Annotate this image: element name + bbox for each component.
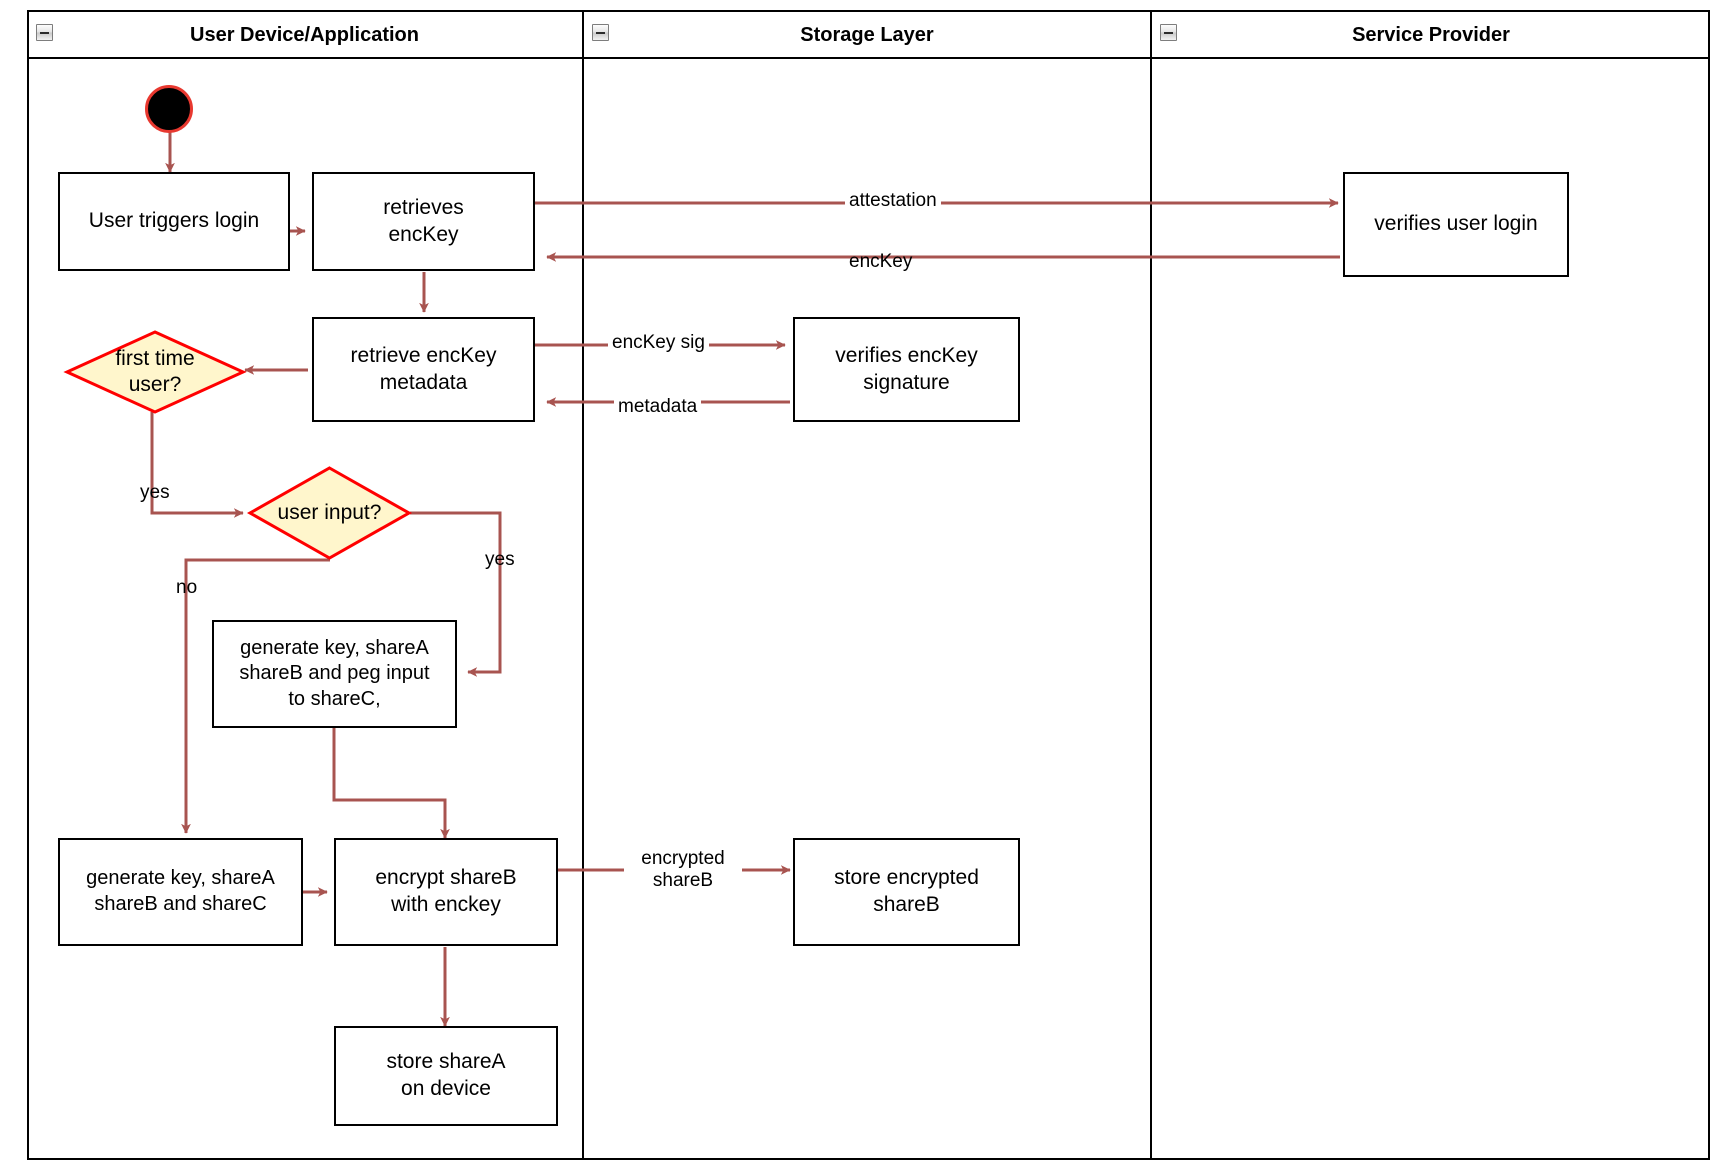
lane-title-service-provider: Service Provider: [1352, 24, 1510, 46]
edge-label-metadata: metadata: [614, 396, 702, 418]
node-generate-shares[interactable]: generate key, shareA shareB and shareC: [58, 838, 303, 946]
lane-divider-2: [1150, 10, 1152, 1160]
collapse-icon-lane-user-device[interactable]: [36, 24, 53, 41]
edge-label-enckey-sig: encKey sig: [608, 332, 709, 354]
edge-label-no-user-input: no: [176, 577, 198, 598]
decision-label-first-time-user: first time user?: [115, 347, 195, 396]
collapse-icon-lane-storage[interactable]: [592, 24, 609, 41]
node-verifies-enckey-signature[interactable]: verifies encKey signature: [793, 317, 1020, 422]
decision-first-time-user[interactable]: first time user?: [63, 330, 247, 414]
initial-node[interactable]: [145, 85, 193, 133]
lane-title-storage: Storage Layer: [800, 24, 934, 46]
node-verifies-user-login[interactable]: verifies user login: [1343, 172, 1569, 277]
decision-shape-first-time-user: [63, 330, 247, 414]
node-store-sharea[interactable]: store shareA on device: [334, 1026, 558, 1126]
decision-label-user-input: user input?: [277, 501, 382, 525]
edge-label-enckey: encKey: [849, 251, 913, 272]
node-encrypt-shareb[interactable]: encrypt shareB with enckey: [334, 838, 558, 946]
node-user-triggers-login[interactable]: User triggers login: [58, 172, 290, 271]
lane-title-user-device: User Device/Application: [190, 24, 419, 46]
swimlane-header-rule: [27, 57, 1710, 59]
decision-shape-user-input: [246, 466, 413, 560]
lane-divider-1: [582, 10, 584, 1160]
edge-label-encrypted-shareb: encrypted shareB: [624, 848, 742, 892]
node-generate-peg[interactable]: generate key, shareA shareB and peg inpu…: [212, 620, 457, 728]
collapse-icon-lane-service-provider[interactable]: [1160, 24, 1177, 41]
edge-label-yes-first-time: yes: [140, 482, 170, 503]
edge-label-attestation: attestation: [845, 190, 941, 212]
node-retrieve-enckey-metadata[interactable]: retrieve encKey metadata: [312, 317, 535, 422]
node-retrieves-enckey[interactable]: retrieves encKey: [312, 172, 535, 271]
node-store-encrypted-shareb[interactable]: store encrypted shareB: [793, 838, 1020, 946]
decision-user-input[interactable]: user input?: [246, 466, 413, 560]
edge-label-yes-user-input: yes: [485, 549, 515, 570]
